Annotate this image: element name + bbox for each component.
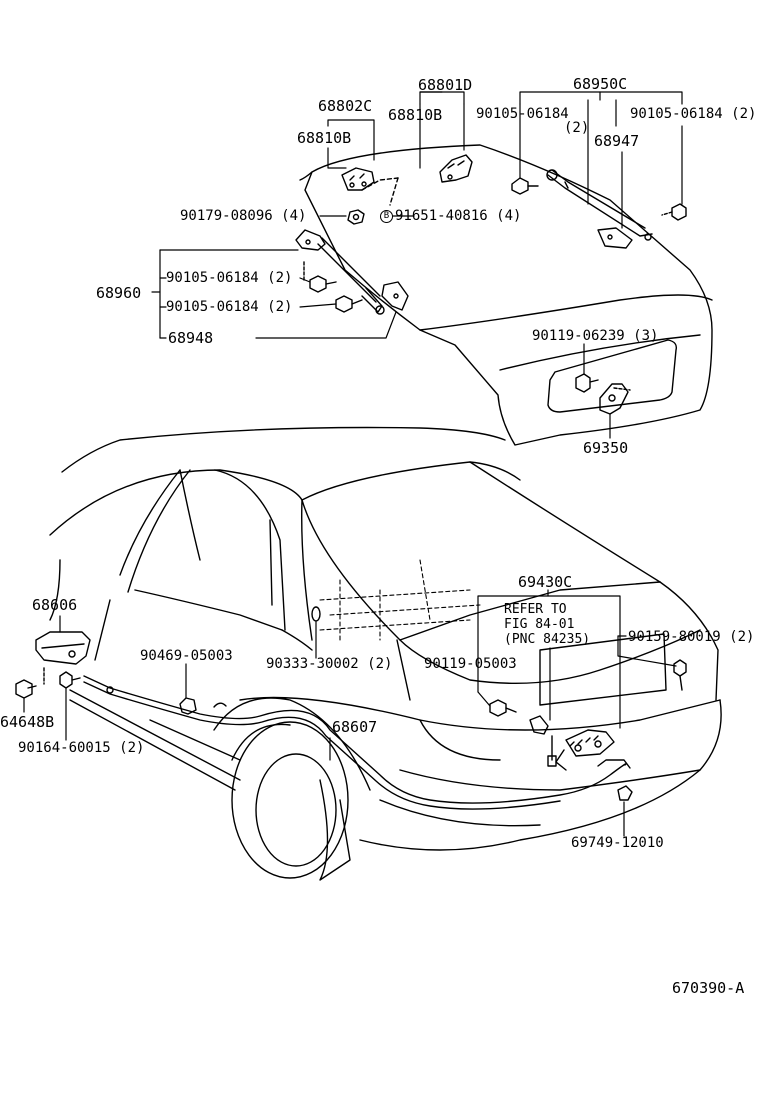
part-label-69350: 69350 [583,439,629,457]
trunk-lid-outline [299,144,713,446]
refer-note-line2: FIG 84-01 [504,617,575,632]
hinge-68810B-right [439,154,473,183]
damper-68960 [295,229,385,315]
part-label-90105-06184-a: 90105-06184 [476,106,569,122]
hidden-dashed-lines [319,559,481,641]
screw-90164-60015 [43,667,81,689]
refer-note-line3: (PNC 84235) [504,632,591,647]
bolt-90159-80019 [673,659,687,691]
bolt-90105-06184-upper-left [511,177,539,195]
part-label-90119-05003: 90119-05003 [424,656,517,672]
cable-68607 [83,675,627,810]
part-label-90159-80019: 90159-80019 (2) [628,629,755,645]
part-label-90105-06184-a-qty: (2) [564,120,590,136]
part-label-90105-06184-c: 90105-06184 (2) [166,270,293,286]
car-body-outline [49,426,722,881]
hinge-dashed-line [361,177,399,191]
nut-90179-08096 [347,209,365,225]
lock-69350 [599,383,631,415]
part-label-64648B: 64648B [0,713,55,731]
bolt-90119-06239 [575,373,599,393]
latch-assembly-69430C [529,715,631,771]
part-label-68948: 68948 [168,329,214,347]
part-label-68960: 68960 [96,284,142,302]
part-label-90105-06184-b: 90105-06184 (2) [630,106,757,122]
diagram-id: 670390-A [672,979,745,997]
refer-note-line1: REFER TO [504,602,567,617]
bolt-90105-06184-damper-1 [303,261,337,293]
part-label-90164-60015: 90164-60015 (2) [18,740,145,756]
part-label-90179-08096: 90179-08096 (4) [180,208,307,224]
part-label-90333-30002: 90333-30002 (2) [266,656,393,672]
bolt-90105-06184-upper-right [661,203,687,221]
clip-90469-05003 [179,697,197,715]
part-label-68947: 68947 [594,132,640,150]
leader-lines-lower [23,589,677,837]
trunk-stay-68947 [546,169,653,249]
part-label-68606: 68606 [32,596,78,614]
bolt-90119-05003 [489,699,517,717]
grommet-90333-30002 [311,606,321,622]
cover-64648B [15,679,37,699]
part-label-68802C: 68802C [318,97,373,115]
hinge-68810B-left [341,167,375,191]
bolt-90105-06184-damper-2 [335,295,363,313]
part-label-68810B-right: 68810B [388,106,443,124]
opener-lever-68606 [35,631,91,665]
clamp-69749-12010 [617,785,633,801]
marker-b-icon: B [380,209,393,223]
part-label-68810B-left: 68810B [297,129,352,147]
part-label-90105-06184-d: 90105-06184 (2) [166,299,293,315]
leader-lines-upper [151,91,683,439]
part-label-69749-12010: 69749-12010 [571,835,664,851]
part-label-90469-05003: 90469-05003 [140,648,233,664]
part-label-90119-06239: 90119-06239 (3) [532,328,659,344]
part-label-69430C: 69430C [518,573,573,591]
hinge-68948 [381,281,409,311]
part-label-68607: 68607 [332,718,378,736]
part-label-68801D: 68801D [418,76,473,94]
part-label-68950C: 68950C [573,75,628,93]
